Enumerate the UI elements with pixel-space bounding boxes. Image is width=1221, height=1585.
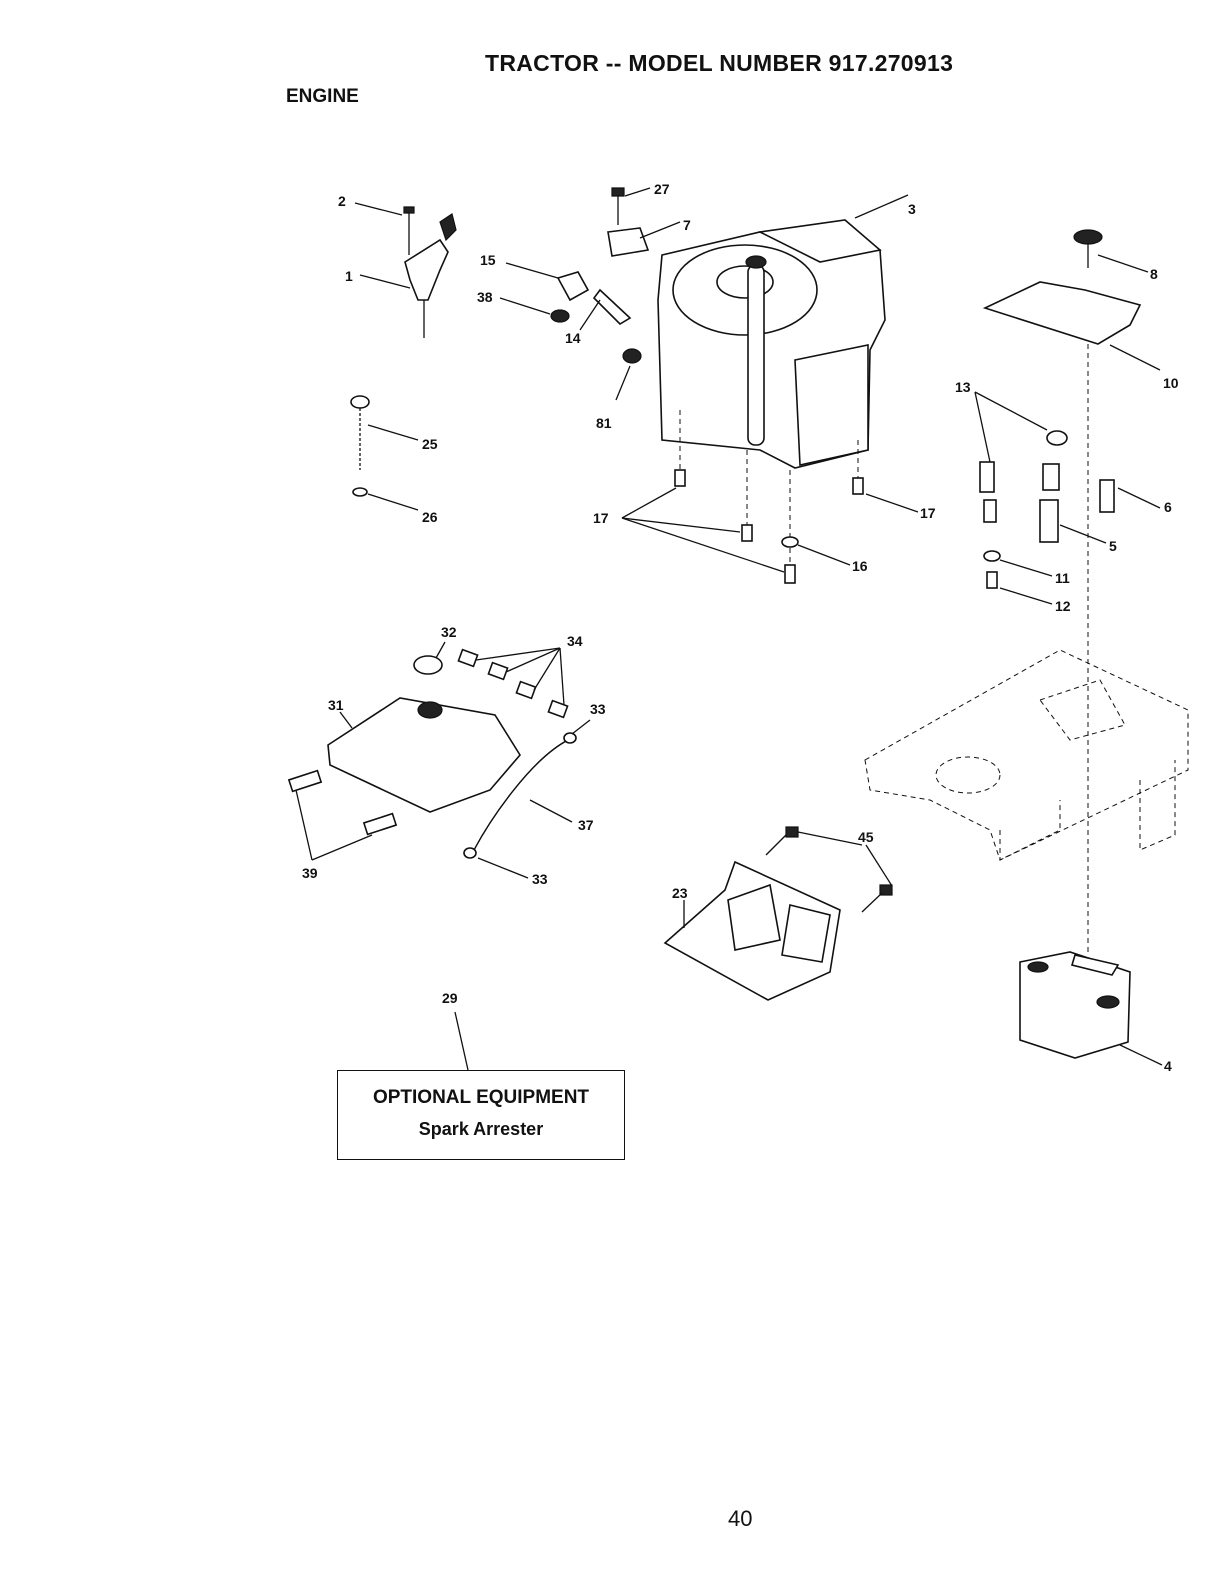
oil-drain-parts bbox=[500, 188, 680, 400]
callout-1: 1 bbox=[345, 268, 353, 284]
callout-13: 13 bbox=[955, 379, 971, 395]
callout-15: 15 bbox=[480, 252, 496, 268]
callout-4: 4 bbox=[1164, 1058, 1172, 1074]
callout-27: 27 bbox=[654, 181, 670, 197]
callout-23: 23 bbox=[672, 885, 688, 901]
callout-6: 6 bbox=[1164, 499, 1172, 515]
callout-81: 81 bbox=[596, 415, 612, 431]
callout-37: 37 bbox=[578, 817, 594, 833]
callout-5: 5 bbox=[1109, 538, 1117, 554]
optional-equipment-item: Spark Arrester bbox=[338, 1119, 624, 1140]
callout-33-top: 33 bbox=[590, 701, 606, 717]
callout-16: 16 bbox=[852, 558, 868, 574]
dipstick-part bbox=[351, 396, 418, 510]
callout-7: 7 bbox=[683, 217, 691, 233]
callout-32: 32 bbox=[441, 624, 457, 640]
tractor-frame bbox=[865, 650, 1188, 860]
page-number: 40 bbox=[728, 1506, 752, 1532]
callout-3: 3 bbox=[908, 201, 916, 217]
air-filter-assembly bbox=[289, 642, 590, 878]
callout-33-bottom: 33 bbox=[532, 871, 548, 887]
callout-10: 10 bbox=[1163, 375, 1179, 391]
callout-31: 31 bbox=[328, 697, 344, 713]
heat-shield-part bbox=[985, 230, 1160, 955]
callout-25: 25 bbox=[422, 436, 438, 452]
callout-17-right: 17 bbox=[920, 505, 936, 521]
optional-equipment-box: OPTIONAL EQUIPMENT Spark Arrester bbox=[337, 1070, 625, 1160]
callout-8: 8 bbox=[1150, 266, 1158, 282]
engine-part bbox=[658, 195, 908, 468]
callout-29: 29 bbox=[442, 990, 458, 1006]
callout-26: 26 bbox=[422, 509, 438, 525]
callout-2: 2 bbox=[338, 193, 346, 209]
callout-12: 12 bbox=[1055, 598, 1071, 614]
callout-38: 38 bbox=[477, 289, 493, 305]
callout-14: 14 bbox=[565, 330, 581, 346]
callout-39: 39 bbox=[302, 865, 318, 881]
optional-equipment-heading: OPTIONAL EQUIPMENT bbox=[338, 1087, 624, 1109]
callout-11: 11 bbox=[1055, 570, 1070, 586]
engine-shield-part bbox=[665, 827, 892, 1000]
callout-45: 45 bbox=[858, 829, 874, 845]
callout-17-left: 17 bbox=[593, 510, 609, 526]
muffler-part bbox=[1020, 952, 1162, 1065]
throttle-control-part bbox=[355, 203, 456, 338]
callout-34: 34 bbox=[567, 633, 583, 649]
